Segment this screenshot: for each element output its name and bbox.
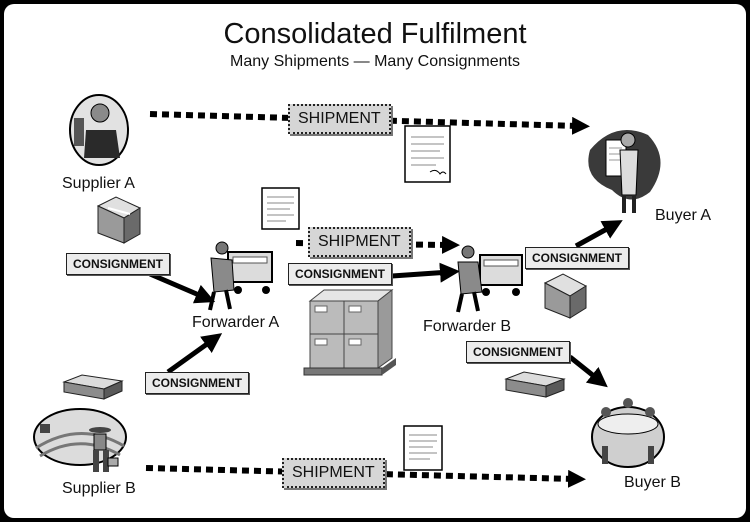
package-icon xyxy=(543,273,588,319)
buyer-b-figure xyxy=(591,398,665,468)
supplier-b-figure xyxy=(33,408,127,472)
label-forwarder-a: Forwarder A xyxy=(192,314,280,331)
label-buyer-a: Buyer A xyxy=(655,207,712,224)
arrow-from-lower-consignment xyxy=(166,333,223,375)
shipment-label-middle: SHIPMENT xyxy=(308,227,411,257)
arrow-to-buyer-b xyxy=(568,355,608,388)
supplier-a-figure xyxy=(69,94,129,166)
label-supplier-b: Supplier B xyxy=(62,480,136,497)
shipment-label-top: SHIPMENT xyxy=(288,104,391,134)
shipment-label-bottom: SHIPMENT xyxy=(282,458,385,488)
document-icon xyxy=(404,125,451,183)
consignment-label-forwarder: CONSIGNMENT xyxy=(288,263,392,285)
consignment-label-supplier-a: CONSIGNMENT xyxy=(66,253,170,275)
diagram-subtitle: Many Shipments — Many Consignments xyxy=(230,53,520,70)
consignment-label-lower: CONSIGNMENT xyxy=(145,372,249,394)
pallet-illustration xyxy=(303,288,396,376)
label-supplier-a: Supplier A xyxy=(62,175,135,192)
label-buyer-b: Buyer B xyxy=(624,474,681,491)
label-forwarder-b: Forwarder B xyxy=(423,318,512,335)
buyer-a-figure xyxy=(588,130,661,213)
document-icon xyxy=(403,425,443,471)
forwarder-a-figure xyxy=(208,241,273,311)
flat-box-icon xyxy=(504,371,566,398)
arrow-to-forwarder-a xyxy=(149,271,216,304)
forwarder-b-figure xyxy=(456,245,523,313)
consignment-label-buyer-b: CONSIGNMENT xyxy=(466,341,570,363)
consignment-label-buyer-a: CONSIGNMENT xyxy=(525,247,629,269)
document-icon xyxy=(261,187,300,230)
arrow-to-buyer-a xyxy=(574,220,623,249)
package-icon xyxy=(96,196,142,244)
diagram-title: Consolidated Fulfilment xyxy=(223,18,527,50)
flat-box-icon xyxy=(62,374,124,400)
arrow-to-forwarder-b xyxy=(391,262,460,283)
